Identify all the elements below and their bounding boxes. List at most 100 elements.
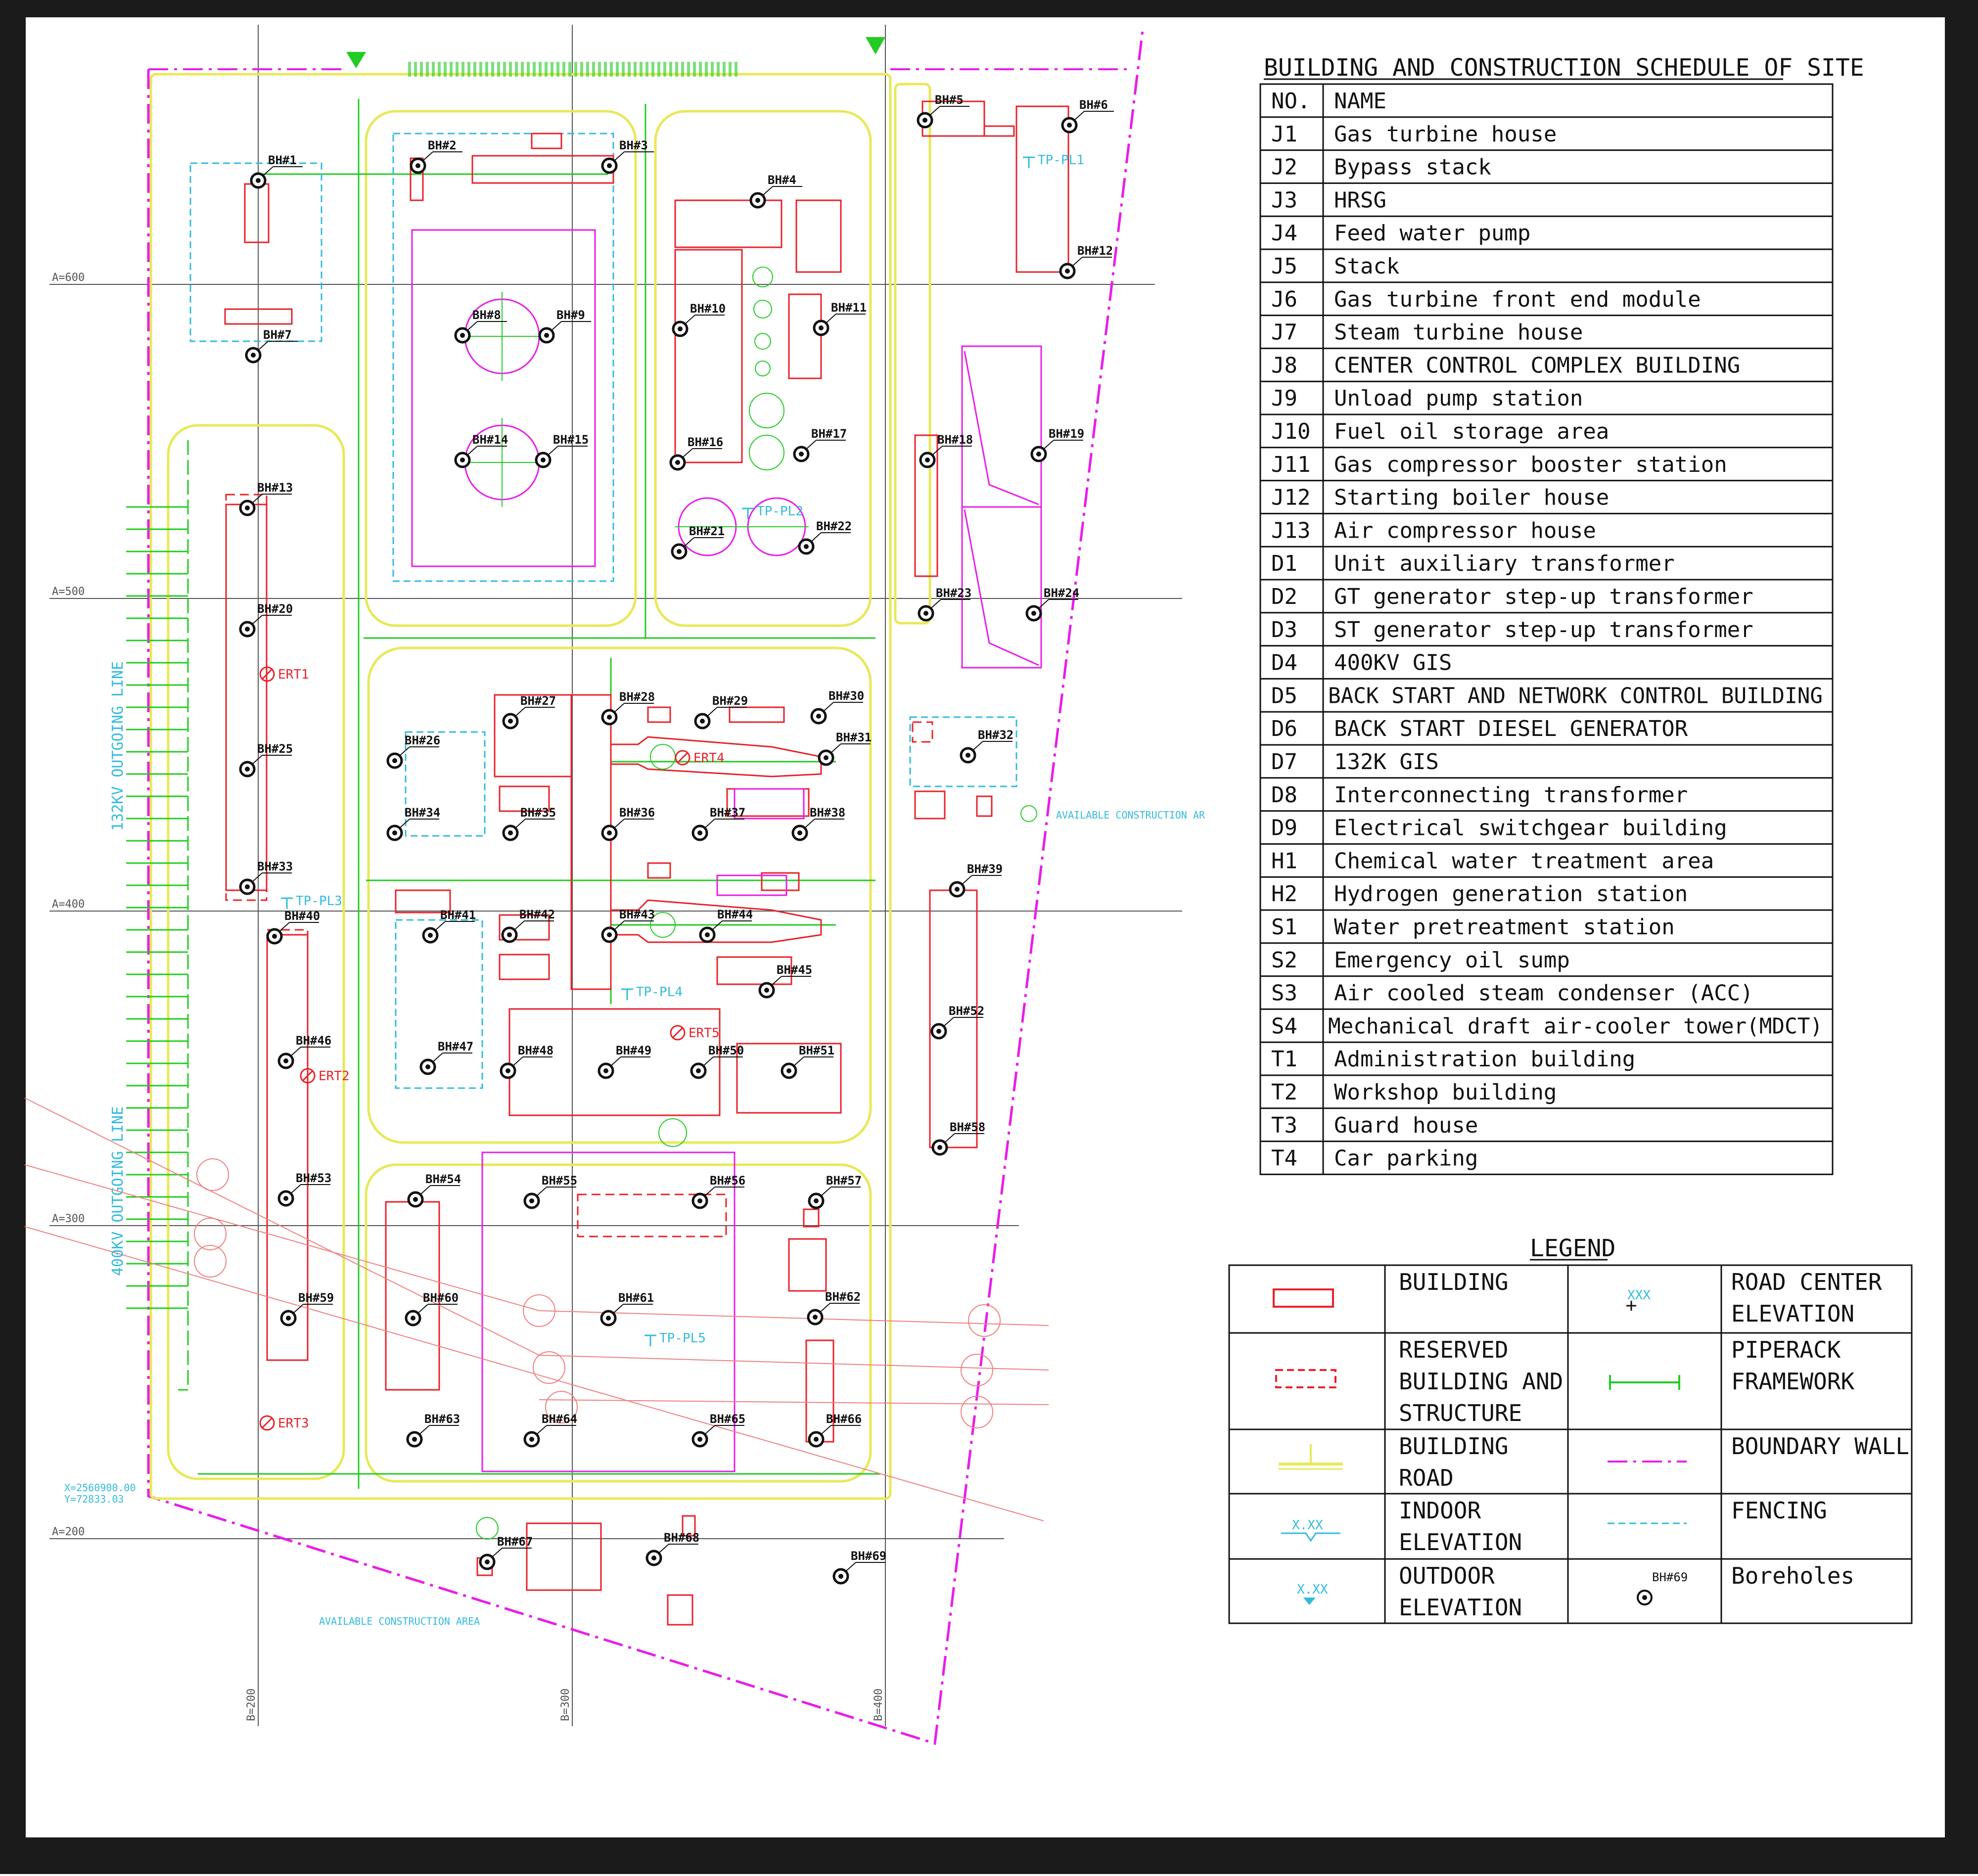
test-pit-marker: TP-PL3 xyxy=(281,894,342,909)
schedule-row-no: T4 xyxy=(1271,1146,1297,1171)
borehole-label: BH#59 xyxy=(298,1291,334,1305)
schedule-row-no: J9 xyxy=(1271,386,1297,411)
schedule-row-no: D8 xyxy=(1271,782,1297,808)
test-pit-label: TP-PL3 xyxy=(296,894,342,909)
borehole: BH#41 xyxy=(422,908,476,944)
borehole-label: BH#61 xyxy=(618,1291,654,1305)
borehole: BH#16 xyxy=(669,435,723,471)
schedule-title: BUILDING AND CONSTRUCTION SCHEDULE OF SI… xyxy=(1264,54,1864,82)
schedule-row-name: Air cooled steam condenser (ACC) xyxy=(1334,981,1753,1006)
test-pit-marker: TP-PL4 xyxy=(621,985,683,1000)
construction-area-bottom: AVAILABLE CONSTRUCTION AREA xyxy=(319,1615,480,1627)
borehole-label: BH#10 xyxy=(690,302,726,316)
schedule-row-no: J5 xyxy=(1271,254,1297,279)
schedule-row-name: Bypass stack xyxy=(1334,155,1491,180)
schedule-row-name: 132K GIS xyxy=(1334,749,1439,775)
schedule-row-name: Car parking xyxy=(1334,1146,1478,1171)
schedule-row-no: S2 xyxy=(1271,948,1297,973)
borehole: BH#15 xyxy=(535,433,589,468)
borehole-label: BH#24 xyxy=(1044,586,1079,600)
schedule-row-no: J4 xyxy=(1271,221,1297,246)
borehole-label: BH#56 xyxy=(710,1174,745,1188)
schedule-row-name: Mechanical draft air-cooler tower(MDCT) xyxy=(1328,1013,1823,1039)
earth-test-marker: ERT4 xyxy=(675,750,725,766)
borehole-label: BH#41 xyxy=(440,908,476,922)
schedule-row-no: J8 xyxy=(1271,353,1297,378)
borehole: BH#17 xyxy=(793,427,847,462)
borehole-label: BH#9 xyxy=(556,308,585,322)
test-pit-label: TP-PL2 xyxy=(757,504,803,519)
borehole-label: BH#32 xyxy=(978,728,1013,742)
borehole: BH#48 xyxy=(500,1044,553,1079)
overhead-lines xyxy=(24,1098,1049,1521)
borehole: BH#57 xyxy=(808,1174,862,1209)
grid-label-b400: B=400 xyxy=(873,1689,885,1721)
grid-label-b200: B=200 xyxy=(245,1689,258,1721)
svg-text:BH#69: BH#69 xyxy=(1652,1570,1688,1584)
grid-label-a600: A=600 xyxy=(52,272,85,284)
borehole-label: BH#42 xyxy=(519,908,555,921)
legend-title: LEGEND xyxy=(1530,1235,1615,1262)
borehole: BH#43 xyxy=(601,908,655,943)
schedule-row-name: Gas compressor booster station xyxy=(1334,452,1727,477)
borehole: BH#58 xyxy=(931,1120,985,1156)
borehole: BH#65 xyxy=(691,1412,745,1448)
borehole-label: BH#48 xyxy=(518,1044,553,1057)
schedule-row-no: D1 xyxy=(1271,551,1297,576)
borehole: BH#39 xyxy=(949,862,1003,898)
borehole: BH#44 xyxy=(699,908,753,943)
legend-label-right: ROAD CENTER xyxy=(1731,1269,1882,1295)
borehole-label: BH#63 xyxy=(424,1412,460,1426)
legend-label-left: ROAD xyxy=(1399,1464,1454,1491)
borehole: BH#47 xyxy=(419,1040,473,1075)
borehole: BH#51 xyxy=(781,1044,834,1079)
borehole: BH#38 xyxy=(791,806,845,841)
site-roads xyxy=(149,73,931,1500)
test-pit-label: TP-PL1 xyxy=(1038,153,1084,168)
borehole: BH#23 xyxy=(918,586,971,622)
legend-reserved-symbol xyxy=(1275,1369,1336,1388)
schedule-row-name: HRSG xyxy=(1334,187,1386,213)
schedule-row-no: D5 xyxy=(1271,683,1297,708)
borehole-label: BH#6 xyxy=(1079,98,1108,112)
borehole: BH#62 xyxy=(807,1290,861,1326)
schedule-row-name: Fuel oil storage area xyxy=(1334,419,1609,444)
borehole-label: BH#52 xyxy=(949,1004,984,1018)
borehole-label: BH#20 xyxy=(257,602,293,616)
borehole-label: BH#34 xyxy=(405,806,440,820)
borehole-label: BH#35 xyxy=(520,806,556,820)
site-plan: A=600 A=500 A=400 A=300 A=200 B=200 B=30… xyxy=(24,25,1205,1745)
legend-label-left: ELEVATION xyxy=(1399,1594,1522,1621)
legend-label-left: BUILDING AND xyxy=(1399,1368,1563,1395)
earth-test-label: ERT2 xyxy=(319,1069,350,1084)
borehole-label: BH#51 xyxy=(799,1044,834,1057)
borehole-label: BH#60 xyxy=(423,1291,459,1305)
borehole-label: BH#53 xyxy=(296,1171,331,1185)
svg-text:XXX: XXX xyxy=(1627,1288,1651,1303)
borehole-label: BH#28 xyxy=(619,690,655,704)
borehole: BH#29 xyxy=(694,694,748,730)
borehole-label: BH#58 xyxy=(950,1120,985,1134)
schedule-row-name: Gas turbine front end module xyxy=(1334,287,1701,312)
schedule-row-name: Chemical water treatment area xyxy=(1334,848,1714,873)
borehole: BH#37 xyxy=(691,806,745,841)
borehole: BH#61 xyxy=(600,1291,654,1327)
borehole: BH#7 xyxy=(245,328,298,364)
grid-label-a400: A=400 xyxy=(52,898,85,911)
grid-label-a300: A=300 xyxy=(52,1213,85,1225)
buildings xyxy=(224,100,1069,1626)
schedule-row-no: J6 xyxy=(1271,287,1297,312)
borehole: BH#2 xyxy=(410,138,462,174)
borehole: BH#54 xyxy=(407,1172,461,1208)
schedule-row-name: CENTER CONTROL COMPLEX BUILDING xyxy=(1334,353,1740,378)
schedule-row-name: GT generator step-up transformer xyxy=(1334,584,1753,609)
borehole-label: BH#39 xyxy=(967,862,1003,876)
schedule-row-name: Feed water pump xyxy=(1334,221,1530,246)
gate-arrows xyxy=(346,37,885,68)
borehole-label: BH#40 xyxy=(284,909,320,923)
borehole: BH#33 xyxy=(239,860,293,895)
borehole-label: BH#2 xyxy=(428,138,457,152)
borehole-label: BH#50 xyxy=(708,1044,744,1057)
schedule-row-no: J11 xyxy=(1271,452,1310,477)
